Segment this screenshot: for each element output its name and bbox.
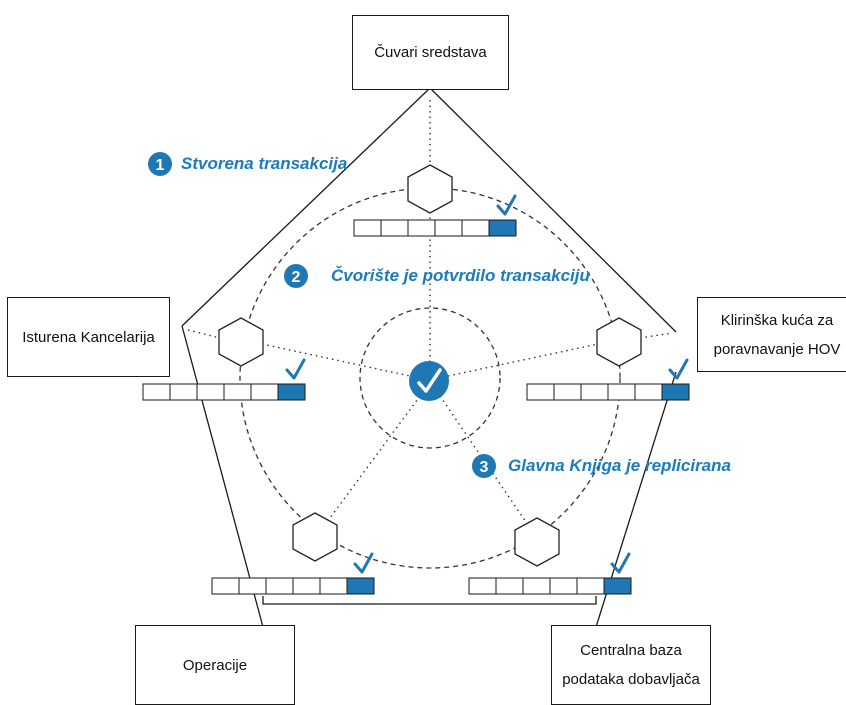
center-checkmark-badge — [409, 361, 449, 401]
hexagon-node-icon-bottom-left — [292, 512, 338, 562]
ledger-cell — [353, 219, 382, 237]
hexagon-node-icon-top — [407, 164, 453, 214]
step-2-badge — [284, 264, 308, 288]
ledger-cell — [169, 383, 198, 401]
dotted-line-left-outer — [187, 329, 221, 339]
node-bottom-left-label: Operacije — [182, 656, 248, 674]
checkmark-icon-top — [496, 194, 517, 216]
step-1-badge — [148, 152, 172, 176]
step-2-label: Čvorište je potvrdilo transakciju — [331, 266, 590, 285]
pentagon-edge-top-left — [181, 87, 431, 327]
step-3-number: 3 — [480, 459, 489, 476]
node-box-right: Klirinška kuća za poravnavanje HOV — [697, 297, 846, 372]
pentagon-edge-top-right — [429, 87, 677, 333]
node-box-left: Isturena Kancelarija — [7, 297, 170, 377]
ledger-cell — [580, 383, 609, 401]
node-bottom-right-label-line2: podataka dobavljača — [562, 671, 700, 688]
dotted-line-right-outer — [639, 332, 673, 339]
ledger-cell — [380, 219, 409, 237]
bottom-bracket — [262, 596, 597, 605]
ledger-cell — [292, 577, 321, 595]
node-right-label-line2: poravnavanje HOV — [713, 340, 841, 358]
ledger-cell — [553, 383, 582, 401]
ledger-cell — [223, 383, 252, 401]
hexagon-node-icon-left — [218, 317, 264, 367]
ledger-cell — [211, 577, 240, 595]
step-3-badge — [472, 454, 496, 478]
ledger-bottom-right — [468, 577, 632, 595]
node-box-top: Čuvari sredstava — [352, 15, 509, 90]
ledger-cell — [319, 577, 348, 595]
ledger-cell-filled — [346, 577, 375, 595]
ledger-right — [526, 383, 690, 401]
dotted-line-bottom-right — [439, 395, 527, 523]
ledger-cell — [196, 383, 225, 401]
checkmark-icon-bottom-right — [610, 552, 631, 574]
pentagon-edge-left — [181, 325, 264, 628]
node-left-label: Isturena Kancelarija — [22, 328, 155, 346]
dotted-line-right — [447, 343, 599, 377]
hexagon-node-icon-bottom-right — [514, 517, 560, 567]
inner-dashed-ring — [359, 307, 501, 449]
ledger-cell — [238, 577, 267, 595]
ledger-bottom-left — [211, 577, 375, 595]
ledger-cell — [142, 383, 171, 401]
ledger-cell — [250, 383, 279, 401]
ledger-cell — [434, 219, 463, 237]
ledger-cell-filled — [277, 383, 306, 401]
ledger-cell-filled — [603, 577, 632, 595]
ledger-cell — [526, 383, 555, 401]
ledger-top — [353, 219, 517, 237]
ledger-cell — [522, 577, 551, 595]
center-checkmark-icon — [417, 368, 442, 393]
step-1-label: Stvorena transakcija — [181, 154, 348, 173]
hexagon-node-icon-right — [596, 317, 642, 367]
checkmark-icon-right — [668, 358, 689, 380]
ledger-cell — [634, 383, 663, 401]
ledger-cell — [495, 577, 524, 595]
node-top-label: Čuvari sredstava — [374, 44, 487, 61]
ledger-cell — [407, 219, 436, 237]
ledger-cell — [607, 383, 636, 401]
ledger-cell-filled — [661, 383, 690, 401]
checkmark-icon-bottom-left — [353, 552, 374, 574]
ledger-cell — [461, 219, 490, 237]
dotted-line-left — [261, 343, 411, 377]
node-right-label-line1: Klirinška kuća za — [720, 311, 834, 329]
step-1-number: 1 — [156, 157, 165, 174]
checkmark-icon-left — [285, 358, 306, 380]
ledger-cell — [468, 577, 497, 595]
step-3-label: Glavna Knjiga je replicirana — [508, 456, 731, 475]
node-box-bottom-right: Centralna baza podataka dobavljača — [551, 625, 711, 705]
step-2-number: 2 — [292, 269, 301, 286]
ledger-left — [142, 383, 306, 401]
ledger-cell — [576, 577, 605, 595]
node-box-bottom-left: Operacije — [135, 625, 295, 705]
ledger-cell — [549, 577, 578, 595]
ledger-cell — [265, 577, 294, 595]
node-bottom-right-label-line1: Centralna baza — [580, 642, 682, 659]
dotted-line-bottom-left — [329, 395, 421, 519]
ledger-cell-filled — [488, 219, 517, 237]
